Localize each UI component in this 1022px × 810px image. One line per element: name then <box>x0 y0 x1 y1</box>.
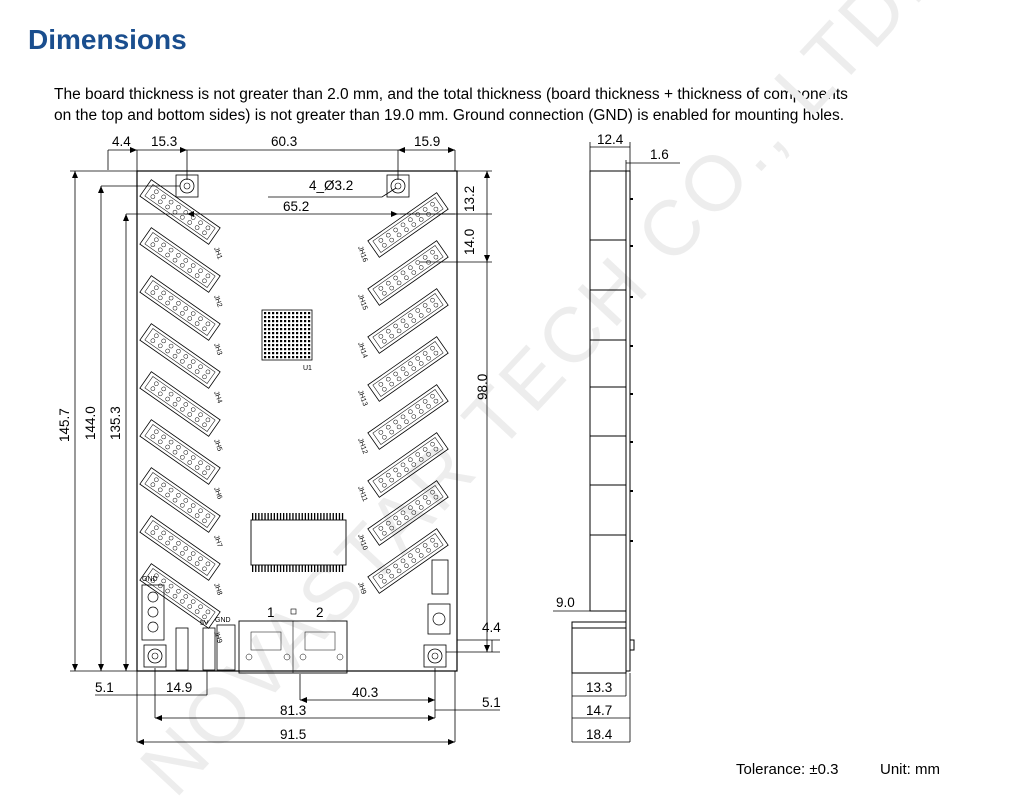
connector-left-1 <box>139 179 221 245</box>
dim-14-7: 14.7 <box>586 703 612 718</box>
dim-135-3: 135.3 <box>108 406 123 440</box>
side-view <box>571 170 635 674</box>
dim-18-4: 18.4 <box>586 727 613 742</box>
watermark: NOVASTAR TECH CO., LTD. <box>123 0 944 810</box>
dim-9-0: 9.0 <box>556 595 575 610</box>
ethernet-ports: 1 2 <box>238 605 348 674</box>
description-paragraph: The board thickness is not greater than … <box>54 84 954 126</box>
connector-right-4-label: JH13 <box>356 389 368 407</box>
dim-81-3: 81.3 <box>280 703 306 718</box>
dimension-arrows <box>72 147 490 745</box>
mounting-hole-bottom-left <box>143 644 167 668</box>
connector-right-8-label: JH9 <box>356 581 367 595</box>
connector-left-7-label: JH7 <box>212 534 223 548</box>
connector-right-8 <box>367 528 449 594</box>
page-title: Dimensions <box>28 24 187 55</box>
port-1-label: 1 <box>267 605 275 620</box>
connector-right-2-label: JH15 <box>356 293 368 311</box>
unit-note: Unit: mm <box>880 761 940 778</box>
connector-left-5 <box>139 371 221 437</box>
dim-4-4-top: 4.4 <box>112 134 131 149</box>
connector-left-4-label: JH4 <box>212 390 223 404</box>
dim-12-4: 12.4 <box>597 132 624 147</box>
hole-diameter-label: 4_Ø3.2 <box>309 178 353 193</box>
right-bottom-connector <box>427 559 451 635</box>
connector-right-1-label: JH16 <box>356 245 368 263</box>
dim-98-0: 98.0 <box>475 374 490 400</box>
connector-left-4 <box>139 323 221 389</box>
dim-13-2: 13.2 <box>462 186 477 212</box>
dim-14-0: 14.0 <box>462 229 477 255</box>
side-view-pins <box>630 198 633 542</box>
gnd-label-jack: GND <box>215 617 231 624</box>
dim-65-2: 65.2 <box>283 199 309 214</box>
connector-left-6-label: JH6 <box>212 486 223 500</box>
connector-left-1-label: JH1 <box>212 246 223 260</box>
dimension-lines <box>70 149 500 743</box>
connector-left-5-label: JH5 <box>212 438 223 452</box>
dim-5-1-left: 5.1 <box>95 680 114 695</box>
connector-right-6 <box>367 432 449 498</box>
dim-145-7: 145.7 <box>57 408 72 442</box>
power-terminal: GND <box>141 576 165 641</box>
bga-chip <box>261 309 313 361</box>
memory-chip <box>250 513 347 572</box>
connector-right-7 <box>367 480 449 546</box>
description-line-1: The board thickness is not greater than … <box>54 86 848 103</box>
dim-15-9: 15.9 <box>414 134 440 149</box>
connector-right-3 <box>367 288 449 354</box>
side-dimension-lines <box>553 142 680 743</box>
bga-ref: U1 <box>303 365 312 372</box>
description-line-2: on the top and bottom sides) is not grea… <box>54 107 845 124</box>
connector-left-6 <box>139 419 221 485</box>
board-outline <box>136 170 458 672</box>
dim-91-5: 91.5 <box>280 727 306 742</box>
dim-14-9: 14.9 <box>166 680 192 695</box>
connector-left-3 <box>139 275 221 341</box>
dim-40-3: 40.3 <box>352 685 378 700</box>
connector-left-7 <box>139 467 221 533</box>
port-2-label: 2 <box>316 605 324 620</box>
dim-144-0: 144.0 <box>83 406 98 440</box>
connector-left-8-label: JH8 <box>212 582 223 596</box>
connector-right-4 <box>367 336 449 402</box>
connector-left-8 <box>139 515 221 581</box>
connector-left-2-label: JH2 <box>212 294 223 308</box>
connector-right-3-label: JH14 <box>356 341 368 359</box>
tolerance-note: Tolerance: ±0.3 <box>736 761 839 778</box>
connector-right-2 <box>367 240 449 306</box>
dim-4-4-right: 4.4 <box>482 620 501 635</box>
dim-1-6: 1.6 <box>650 147 669 162</box>
connector-left-3-label: JH3 <box>212 342 223 356</box>
dim-15-3: 15.3 <box>151 134 177 149</box>
connector-right-1 <box>367 192 449 258</box>
connector-right-5 <box>367 384 449 450</box>
dim-60-3: 60.3 <box>271 134 297 149</box>
connector-right-5-label: JH12 <box>356 437 368 455</box>
dim-5-1-right: 5.1 <box>482 695 501 710</box>
mounting-hole-bottom-right <box>423 644 447 668</box>
connector-left-9 <box>139 563 221 629</box>
power-label: 5V <box>200 620 209 627</box>
dim-13-3: 13.3 <box>586 680 612 695</box>
connector-left-2 <box>139 227 221 293</box>
gnd-label-left: GND <box>142 576 158 583</box>
connector-left-9-label: JH9 <box>212 630 223 644</box>
power-jacks: 5V GND <box>175 617 236 671</box>
